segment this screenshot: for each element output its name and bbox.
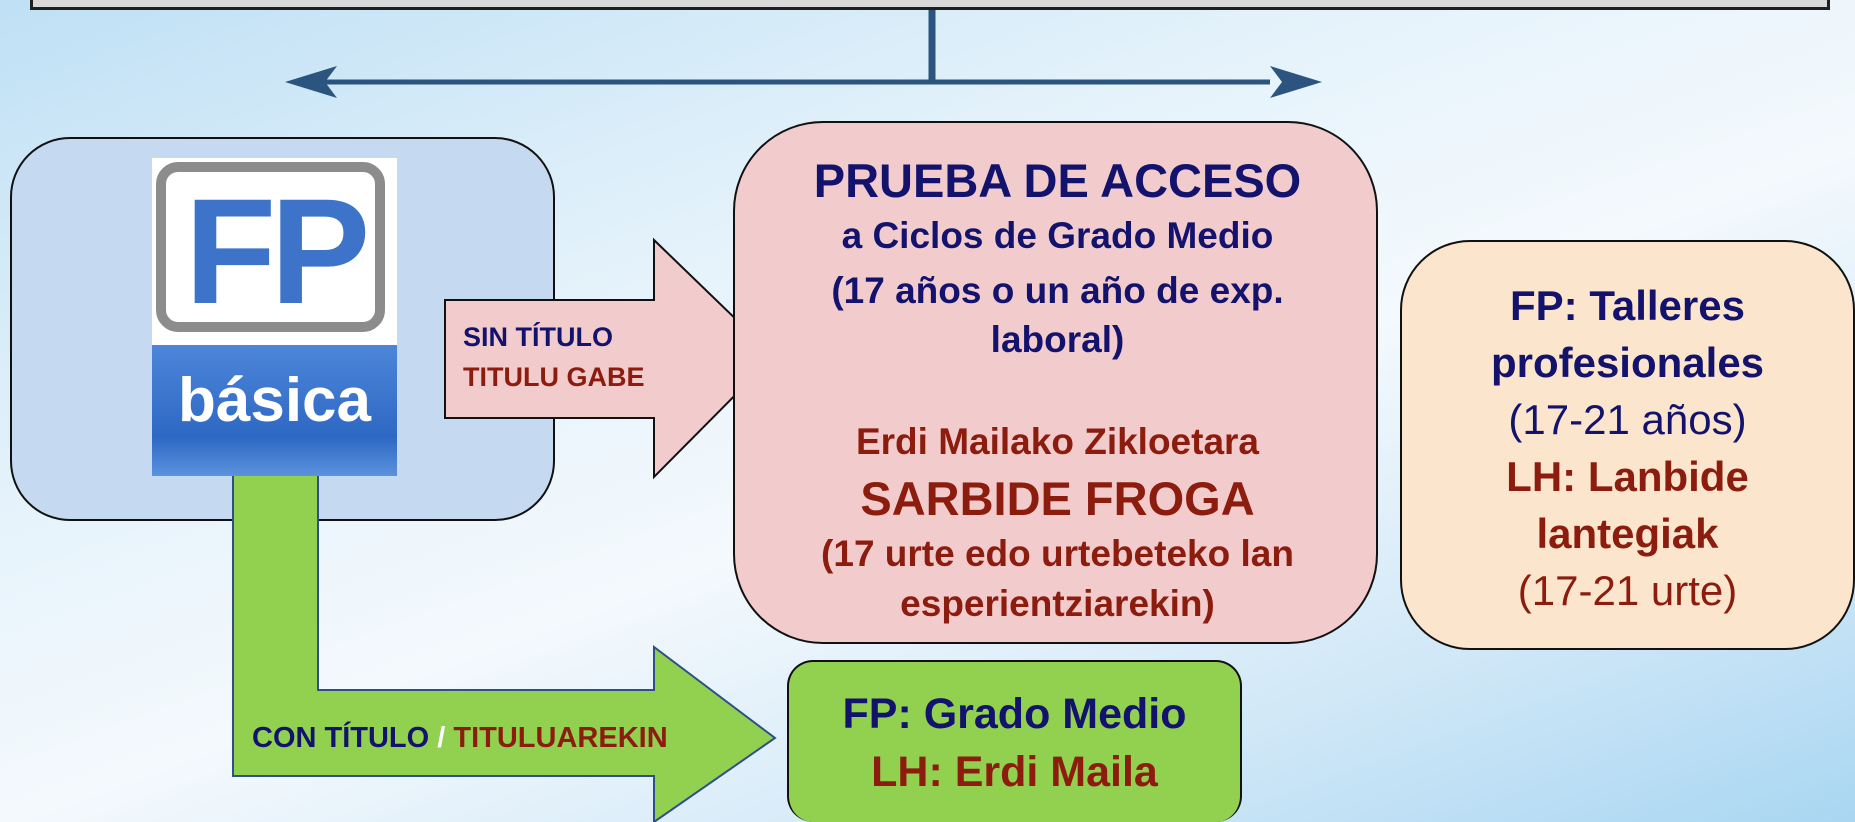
prueba-line2: a Ciclos de Grado Medio [841,215,1274,256]
arrowhead-right [1270,66,1322,98]
sin-titulo-arrow-shape [444,237,776,480]
grado-medio-box: FP: Grado Medio LH: Erdi Maila [787,660,1242,822]
grado-line2: LH: Erdi Maila [871,748,1158,796]
sin-titulo-es-label: SIN TÍTULO [463,322,613,352]
prueba-line4: laboral) [990,319,1125,360]
arrowhead-left [285,66,337,98]
fp-basica-logo: FP básica [152,158,397,476]
con-titulo-label: CON TÍTULO / TITULUAREKIN [252,722,668,755]
prueba-acceso-box: PRUEBA DE ACCESO a Ciclos de Grado Medio… [733,121,1378,644]
talleres-line2: profesionales [1490,339,1765,386]
con-titulo-es: CON TÍTULO [252,722,430,754]
sarbide-title: SARBIDE FROGA [860,472,1255,525]
grado-line1: FP: Grado Medio [842,690,1187,738]
top-box [30,0,1830,10]
logo-fp-text: FP [184,167,371,335]
con-titulo-arrow-shape [232,474,777,822]
con-titulo-eu: TITULUAREKIN [453,722,668,754]
talleres-line1: FP: Talleres [1510,282,1745,329]
talleres-box: FP: Talleres profesionales (17-21 años) … [1400,240,1855,650]
sarbide-line3: (17 urte edo urtebeteko lan [821,533,1294,574]
con-titulo-sep: / [429,722,454,754]
prueba-title: PRUEBA DE ACCESO [813,154,1302,207]
prueba-line3: (17 años o un año de exp. [831,270,1284,311]
sin-titulo-eu-label: TITULU GABE [463,362,645,392]
sarbide-line4: esperientziarekin) [900,583,1215,624]
talleres-line6: (17-21 urte) [1517,567,1738,614]
logo-basica-text: básica [177,366,372,435]
talleres-line3: (17-21 años) [1508,396,1747,443]
sarbide-line1: Erdi Mailako Zikloetara [855,421,1260,462]
talleres-line4: LH: Lanbide [1506,453,1749,500]
talleres-line5: lantegiak [1536,510,1719,557]
